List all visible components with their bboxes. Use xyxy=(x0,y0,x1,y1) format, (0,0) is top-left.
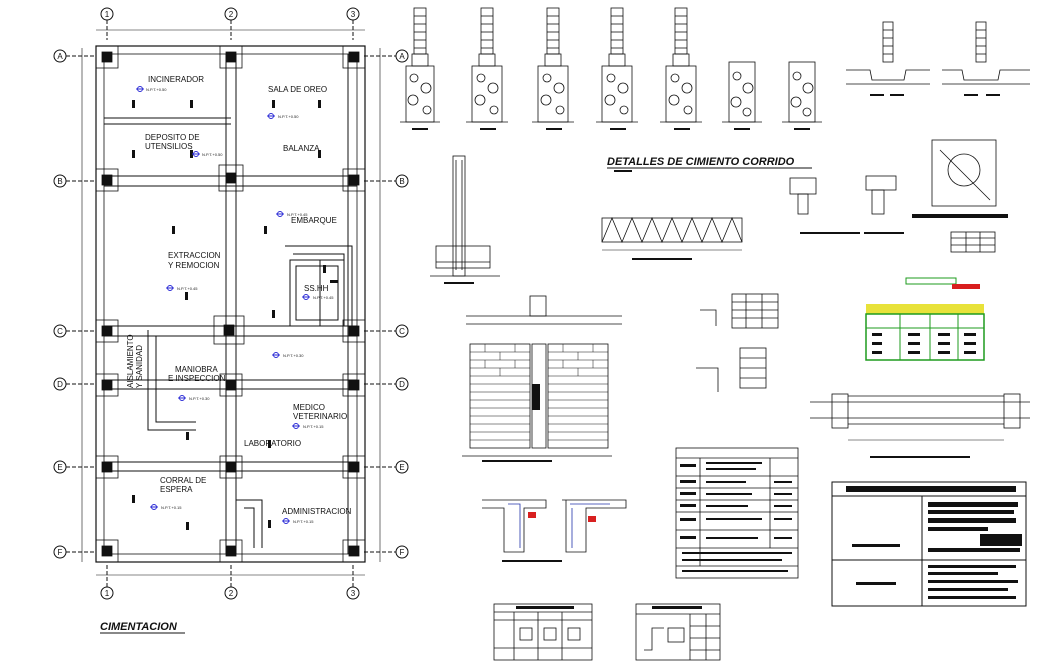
svg-text:N.P.T.+0.50: N.P.T.+0.50 xyxy=(146,87,167,92)
room-labels: INCINERADOR SALA DE OREO DEPOSITO DE UTE… xyxy=(126,75,352,516)
bottom-detail-table-2 xyxy=(635,603,721,661)
rebar-detail-small xyxy=(696,293,779,392)
axis-b-left: B xyxy=(57,177,62,186)
level-mark-embarque: N.P.T.+0.45 xyxy=(276,211,308,217)
svg-text:N.P.T.+0.50: N.P.T.+0.50 xyxy=(278,114,299,119)
room-deposito-line1: DEPOSITO DE xyxy=(145,133,200,142)
room-extraccion-line2: Y REMOCION xyxy=(168,261,220,270)
column-footings xyxy=(95,45,366,563)
round-column-detail xyxy=(912,139,1008,253)
axis-e-right: E xyxy=(399,463,404,472)
axis-d-right: D xyxy=(399,380,405,389)
level-mark-administracion: N.P.T.+0.15 xyxy=(282,518,314,524)
details-title: DETALLES DE CIMIENTO CORRIDO xyxy=(607,156,795,168)
axis-labels: 1 2 3 1 2 3 A B C D E F A B C D E F xyxy=(57,10,405,598)
axis-d-left: D xyxy=(57,380,63,389)
room-extraccion-line1: EXTRACCION xyxy=(168,251,221,260)
svg-text:N.P.T.+0.15: N.P.T.+0.15 xyxy=(293,519,314,524)
axis-bubbles-bottom xyxy=(100,565,360,600)
room-incinerador: INCINERADOR xyxy=(148,75,204,84)
axis-a-left: A xyxy=(57,52,63,61)
level-mark-corral: N.P.T.+0.15 xyxy=(150,504,182,510)
footing-section-4 xyxy=(596,7,638,123)
footing-section-5 xyxy=(660,7,702,123)
room-balanza: BALANZA xyxy=(283,144,320,153)
colored-schedule-table xyxy=(865,277,985,361)
svg-text:N.P.T.+0.45: N.P.T.+0.45 xyxy=(313,295,334,300)
beam-joint-details xyxy=(789,175,904,234)
room-laboratorio: LABORATORIO xyxy=(244,439,301,448)
footing-section-3 xyxy=(532,7,574,123)
axis-c-left: C xyxy=(57,327,63,336)
footing-section-9 xyxy=(942,21,1030,85)
svg-text:N.P.T.+0.50: N.P.T.+0.50 xyxy=(202,152,223,157)
room-maniobra-line2: E INSPECCION xyxy=(168,374,226,383)
axis-b-right: B xyxy=(399,177,404,186)
axis-c-right: C xyxy=(399,327,405,336)
bottom-detail-table-1 xyxy=(493,603,593,661)
axis-3-bottom: 3 xyxy=(351,589,356,598)
specification-table xyxy=(675,447,799,579)
axis-1-top: 1 xyxy=(105,10,110,19)
room-sala-oreo: SALA DE OREO xyxy=(268,85,327,94)
level-marks: N.P.T.+0.50 N.P.T.+0.50 N.P.T.+0.50 N.P.… xyxy=(136,86,334,524)
beam-elevation xyxy=(810,393,1030,458)
details-title-block: DETALLES DE CIMIENTO CORRIDO xyxy=(607,156,812,172)
brick-wall-elevation xyxy=(462,295,622,462)
room-embarque: EMBARQUE xyxy=(291,216,337,225)
svg-text:N.P.T.+0.30: N.P.T.+0.30 xyxy=(283,353,304,358)
room-aislamiento-line1: AISLAMIENTO xyxy=(126,334,135,388)
axis-e-left: E xyxy=(57,463,62,472)
svg-text:N.P.T.+0.15: N.P.T.+0.15 xyxy=(161,505,182,510)
axis-f-left: F xyxy=(58,548,63,557)
room-sshh: SS.HH xyxy=(304,284,329,293)
room-administracion: ADMINISTRACION xyxy=(282,507,352,516)
level-mark-maniobra-2: N.P.T.+0.30 xyxy=(178,395,210,401)
footing-section-6 xyxy=(722,61,762,123)
level-mark-sshh: N.P.T.+0.45 xyxy=(302,294,334,300)
room-medico-line2: VETERINARIO xyxy=(293,412,347,421)
svg-text:N.P.T.+0.15: N.P.T.+0.15 xyxy=(303,424,324,429)
axis-2-top: 2 xyxy=(229,10,234,19)
axis-1-bottom: 1 xyxy=(105,589,110,598)
axis-a-right: A xyxy=(399,52,405,61)
foundation-plan xyxy=(53,7,409,600)
svg-text:N.P.T.+0.45: N.P.T.+0.45 xyxy=(287,212,308,217)
axis-bubbles-right xyxy=(364,49,409,559)
footing-section-2 xyxy=(466,7,508,123)
truss-beam-detail xyxy=(601,216,743,260)
axis-2-bottom: 2 xyxy=(229,589,234,598)
level-mark-incinerador: N.P.T.+0.50 xyxy=(136,86,167,92)
room-deposito-line2: UTENSILIOS xyxy=(145,142,193,151)
svg-text:N.P.T.+0.30: N.P.T.+0.30 xyxy=(189,396,210,401)
footing-section-1 xyxy=(400,7,440,123)
footing-section-8 xyxy=(846,21,930,85)
room-corral-line1: CORRAL DE xyxy=(160,476,206,485)
plan-title-block: CIMENTACION xyxy=(100,621,185,634)
svg-text:N.P.T.+0.45: N.P.T.+0.45 xyxy=(177,286,198,291)
plan-title: CIMENTACION xyxy=(100,621,178,633)
axis-bubbles-left xyxy=(53,49,96,559)
room-maniobra-line1: MANIOBRA xyxy=(175,365,218,374)
column-section-detail xyxy=(430,155,500,284)
footing-section-7 xyxy=(782,61,822,123)
footing-sections-row xyxy=(400,7,1030,130)
title-block xyxy=(831,481,1027,607)
level-mark-deposito: N.P.T.+0.50 xyxy=(192,151,223,157)
axis-f-right: F xyxy=(400,548,405,557)
room-aislamiento-line2: Y SANIDAD xyxy=(135,345,144,388)
room-medico-line1: MEDICO xyxy=(293,403,325,412)
level-mark-extraccion: N.P.T.+0.45 xyxy=(166,285,198,291)
rebar-tee-details xyxy=(482,499,627,562)
level-mark-sala-oreo: N.P.T.+0.50 xyxy=(267,113,299,119)
room-corral-line2: ESPERA xyxy=(160,485,193,494)
level-mark-maniobra: N.P.T.+0.30 xyxy=(272,352,304,358)
axis-3-top: 3 xyxy=(351,10,356,19)
level-mark-medico: N.P.T.+0.15 xyxy=(292,423,324,429)
